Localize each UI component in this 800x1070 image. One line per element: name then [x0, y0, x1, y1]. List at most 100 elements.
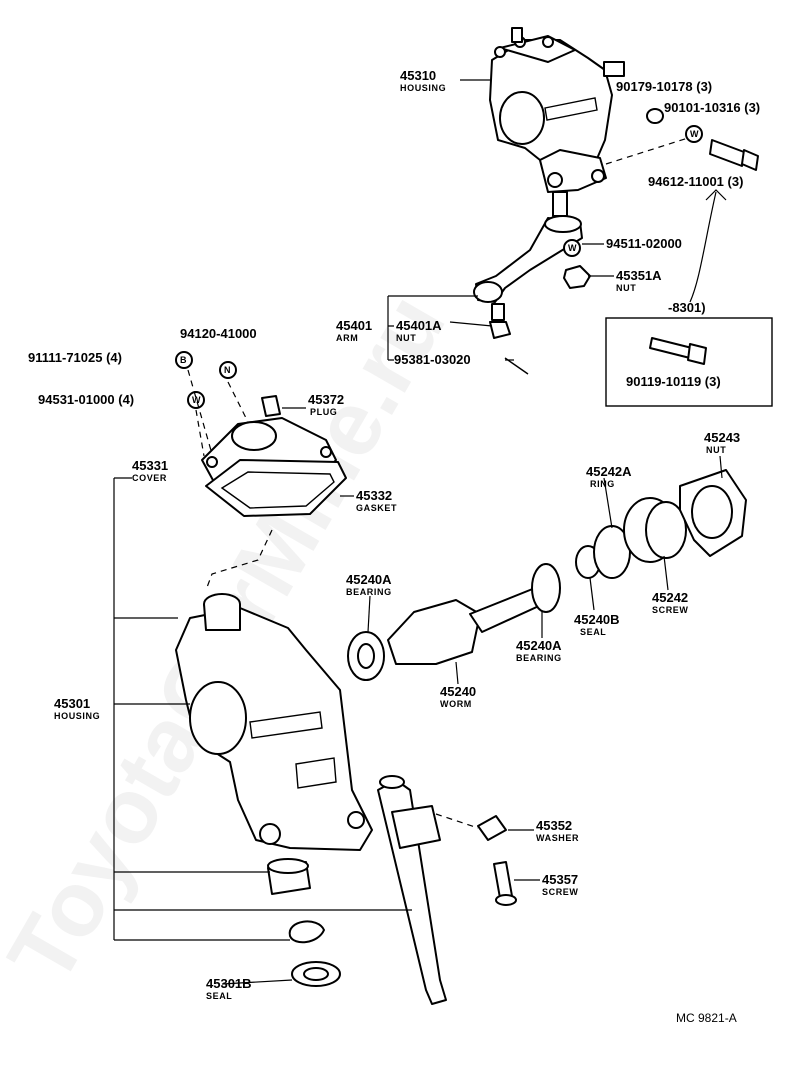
- small-parts-upper-right: W W: [563, 108, 759, 289]
- svg-text:WORM: WORM: [440, 699, 472, 709]
- label-45301: 45301 HOUSING: [54, 696, 100, 721]
- arrow-head: [705, 189, 727, 201]
- main-housing-45301-drawing: [175, 593, 373, 851]
- label-90179: 90179-10178 (3): [616, 79, 712, 94]
- dashed-cover-to-housing: [205, 529, 273, 591]
- pitman-arm-drawing: [473, 215, 583, 375]
- label-45240A-right: 45240A BEARING: [516, 638, 562, 663]
- leader-45242A: [603, 477, 613, 529]
- label-45240B: 45240B SEAL: [574, 612, 620, 637]
- bolt-detail-box: [605, 317, 773, 407]
- svg-text:B: B: [180, 355, 187, 365]
- label-45401A: 45401A NUT: [396, 318, 442, 343]
- leader-45242: [663, 555, 669, 591]
- bearing-45240A-left-drawing: [347, 631, 385, 681]
- svg-text:45331: 45331: [132, 458, 168, 473]
- dashed-cover-1: [227, 381, 249, 423]
- leader-45401-bracket: [387, 295, 514, 361]
- svg-text:BEARING: BEARING: [346, 587, 392, 597]
- svg-text:SEAL: SEAL: [206, 991, 232, 1001]
- svg-text:NUT: NUT: [616, 283, 636, 293]
- label-94531: 94531-01000 (4): [38, 392, 134, 407]
- screw-45357-drawing: [493, 861, 517, 906]
- upper-gear-housing-drawing: [489, 27, 625, 217]
- label-90119: 90119-10119 (3): [626, 374, 721, 389]
- leader-45301-bracket: [113, 477, 412, 941]
- label-45242: 45242 SCREW: [652, 590, 689, 615]
- label-91111: 91111-71025 (4): [28, 350, 122, 365]
- diagram-code: MC 9821-A: [676, 1011, 737, 1025]
- nut-45243-drawing: [679, 469, 747, 557]
- bushing-drawing: [267, 858, 311, 895]
- leader-45240B: [589, 577, 595, 611]
- svg-text:45310: 45310: [400, 68, 436, 83]
- svg-text:45401: 45401: [336, 318, 372, 333]
- label-45357: 45357 SCREW: [542, 872, 579, 897]
- label-90101: 90101-10316 (3): [664, 100, 760, 115]
- svg-text:ARM: ARM: [336, 333, 358, 343]
- svg-text:45240A: 45240A: [346, 572, 392, 587]
- leader-45240A-left: [367, 595, 371, 633]
- dashed-cover-2: [187, 369, 213, 455]
- svg-text:45372: 45372: [308, 392, 344, 407]
- svg-text:45351A: 45351A: [616, 268, 662, 283]
- svg-text:RING: RING: [590, 479, 615, 489]
- svg-text:45242A: 45242A: [586, 464, 632, 479]
- svg-text:SCREW: SCREW: [652, 605, 689, 615]
- svg-text:W: W: [568, 243, 577, 253]
- svg-text:45352: 45352: [536, 818, 572, 833]
- label-45240A-left: 45240A BEARING: [346, 572, 392, 597]
- gasket-45332-drawing: [205, 459, 347, 517]
- label-45243: 45243 NUT: [704, 430, 740, 455]
- svg-text:W: W: [690, 129, 699, 139]
- bolt-90119-drawing: [649, 337, 707, 365]
- leader-45243: [719, 455, 723, 479]
- svg-text:45242: 45242: [652, 590, 688, 605]
- svg-text:45332: 45332: [356, 488, 392, 503]
- svg-text:N: N: [224, 365, 231, 375]
- label-45301B: 45301B SEAL: [206, 976, 252, 1001]
- svg-text:SCREW: SCREW: [542, 887, 579, 897]
- svg-text:45301B: 45301B: [206, 976, 252, 991]
- dashed-cover-3: [195, 409, 205, 457]
- leader-45240: [455, 661, 459, 685]
- leader-45301B: [221, 979, 293, 985]
- svg-text:WASHER: WASHER: [536, 833, 579, 843]
- label-94120: 94120-41000: [180, 326, 257, 341]
- label-8301: -8301): [668, 300, 706, 315]
- svg-text:HOUSING: HOUSING: [400, 83, 446, 93]
- label-45310: 45310 HOUSING: [400, 68, 446, 93]
- svg-text:BEARING: BEARING: [516, 653, 562, 663]
- label-45240: 45240 WORM: [440, 684, 476, 709]
- svg-text:PLUG: PLUG: [310, 407, 337, 417]
- svg-text:45401A: 45401A: [396, 318, 442, 333]
- label-94612: 94612-11001 (3): [648, 174, 743, 189]
- svg-text:GASKET: GASKET: [356, 503, 397, 513]
- worm-shaft-drawing: [387, 563, 561, 665]
- svg-text:NUT: NUT: [396, 333, 416, 343]
- svg-text:COVER: COVER: [132, 473, 167, 483]
- svg-text:45240A: 45240A: [516, 638, 562, 653]
- label-94511: 94511-02000: [606, 236, 682, 251]
- cover-fasteners: B N W: [175, 351, 237, 409]
- label-45242A: 45242A RING: [586, 464, 632, 489]
- svg-text:45240: 45240: [440, 684, 476, 699]
- svg-text:SEAL: SEAL: [580, 627, 606, 637]
- label-45401: 45401 ARM: [336, 318, 372, 343]
- label-95381: 95381-03020: [394, 352, 471, 367]
- svg-text:NUT: NUT: [706, 445, 726, 455]
- label-45331: 45331 COVER: [132, 458, 168, 483]
- svg-text:W: W: [192, 395, 201, 405]
- label-45332: 45332 GASKET: [356, 488, 397, 513]
- svg-text:45357: 45357: [542, 872, 578, 887]
- seal-45301B-drawing: [291, 961, 341, 987]
- dashed-line-upper: [605, 137, 689, 165]
- dashed-washer: [435, 813, 479, 829]
- svg-text:45240B: 45240B: [574, 612, 620, 627]
- screw-45242-drawing: [623, 497, 687, 563]
- svg-text:HOUSING: HOUSING: [54, 711, 100, 721]
- label-45351A: 45351A NUT: [616, 268, 662, 293]
- label-45372: 45372 PLUG: [308, 392, 344, 417]
- sector-shaft-drawing: [377, 775, 447, 1005]
